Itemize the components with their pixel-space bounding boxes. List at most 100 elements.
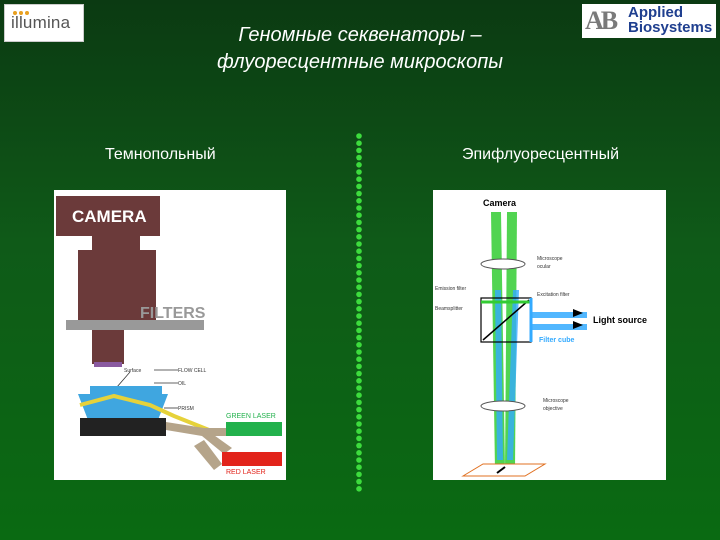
- filters-label: FILTERS: [140, 305, 206, 322]
- green-laser-label: GREEN LASER: [226, 413, 276, 420]
- divider-dot: [356, 133, 362, 139]
- oil-label: OIL: [178, 381, 186, 387]
- objective-lens: [480, 400, 526, 412]
- red-laser-label: RED LASER: [226, 469, 266, 476]
- ocular-label-2: ocular: [537, 264, 551, 270]
- divider-dot: [356, 378, 362, 384]
- flow-cell: [90, 386, 162, 394]
- divider-dot: [356, 370, 362, 377]
- filter-cube-label: Filter cube: [539, 337, 575, 344]
- divider-dot: [356, 298, 362, 305]
- divider-dot: [356, 176, 362, 182]
- divider-dot: [356, 248, 362, 254]
- ocular-lens: [480, 258, 526, 270]
- divider-dot: [356, 478, 362, 485]
- ocular-label-1: Microscope: [537, 256, 563, 262]
- epifluorescence-diagram: Camera Microscope ocular Emission filter…: [433, 190, 666, 480]
- light-source-label: Light source: [593, 315, 647, 325]
- right-heading: Эпифлуоресцентный: [462, 146, 620, 163]
- divider-dot: [356, 363, 362, 370]
- divider-dot: [356, 234, 362, 240]
- divider-dot: [356, 435, 362, 442]
- divider-dot: [356, 334, 362, 341]
- filter-plate: [66, 320, 204, 330]
- divider-dot: [356, 342, 362, 348]
- lens-tube: [78, 250, 156, 320]
- flow-cell-label: FLOW CELL: [178, 368, 207, 374]
- camera-label: CAMERA: [72, 207, 147, 226]
- objective-label-2: objective: [543, 406, 563, 412]
- divider-dot: [356, 349, 362, 355]
- divider-dot: [356, 399, 362, 406]
- dotted-divider: [356, 133, 362, 492]
- objective: [92, 330, 124, 364]
- camera-neck: [92, 236, 140, 250]
- divider-dot: [356, 464, 362, 471]
- applied-biosystems-text: Applied Biosystems: [628, 5, 712, 35]
- ab-mark: AB: [585, 6, 618, 35]
- excitation-beam-left: [495, 290, 503, 460]
- illumina-logo: illumina: [4, 4, 84, 42]
- sample-slide: [461, 463, 547, 477]
- divider-dot: [356, 169, 362, 175]
- title-line-2: флуоресцентные микроскопы: [217, 51, 503, 73]
- divider-dot: [356, 385, 362, 391]
- emission-filter-label: Emission filter: [435, 286, 466, 292]
- divider-dot: [356, 154, 362, 161]
- divider-dot: [356, 392, 362, 399]
- brand-line-1: Applied: [628, 4, 683, 21]
- slide-title: Геномные секвенаторы – флуоресцентные ми…: [120, 22, 600, 76]
- divider-dot: [356, 442, 362, 449]
- divider-dot: [356, 205, 362, 211]
- divider-dot: [356, 162, 362, 168]
- divider-dot: [356, 313, 362, 319]
- fiber-lower: [194, 440, 222, 470]
- brand-line-2: Biosystems: [628, 19, 713, 36]
- camera-block: [56, 196, 160, 236]
- divider-dot: [356, 406, 362, 413]
- divider-dot: [356, 147, 362, 154]
- objective-label-1: Microscope: [543, 398, 569, 404]
- divider-dot: [356, 421, 362, 427]
- divider-dot: [356, 226, 362, 233]
- divider-dot: [356, 255, 362, 262]
- divider-dot: [356, 190, 362, 197]
- camera-label: Camera: [483, 198, 517, 208]
- prism-label: PRISM: [178, 406, 194, 412]
- beamsplitter-label: Beamsplitter: [435, 306, 463, 312]
- fiber-upper: [166, 422, 232, 454]
- stage: [80, 418, 166, 436]
- beamsplitter: [482, 299, 530, 341]
- laser-path: [79, 393, 215, 434]
- divider-dot: [356, 198, 362, 204]
- applied-biosystems-logo: AB Applied Biosystems: [582, 4, 716, 38]
- divider-dot: [356, 183, 362, 190]
- divider-dot: [356, 356, 362, 362]
- divider-dot: [356, 428, 362, 435]
- divider-dot: [356, 471, 362, 478]
- divider-dot: [356, 212, 362, 218]
- red-laser-block: [222, 452, 282, 466]
- divider-dot: [356, 270, 362, 276]
- illumina-dots-icon: [13, 11, 29, 15]
- excitation-filter-label: Excitation filter: [537, 292, 570, 298]
- divider-dot: [356, 291, 362, 298]
- light-beam-1: [531, 312, 587, 318]
- divider-dot: [356, 450, 362, 456]
- divider-dot: [356, 457, 362, 463]
- divider-dot: [356, 306, 362, 312]
- green-laser-block: [226, 422, 282, 436]
- light-beam-2: [531, 324, 587, 330]
- divider-dot: [356, 219, 362, 226]
- surface-label: Surface: [124, 368, 141, 374]
- divider-dot: [356, 241, 362, 247]
- title-line-1: Геномные секвенаторы –: [238, 24, 482, 46]
- excitation-beam-right: [507, 290, 519, 460]
- divider-dot: [356, 262, 362, 269]
- divider-dot: [356, 320, 362, 326]
- darkfield-diagram: CAMERA FILTERS Surface FLOW CELL OIL PRI…: [54, 190, 286, 480]
- divider-dot: [356, 327, 362, 334]
- divider-dot: [356, 414, 362, 420]
- objective-tip: [94, 362, 122, 367]
- divider-dot: [356, 486, 362, 492]
